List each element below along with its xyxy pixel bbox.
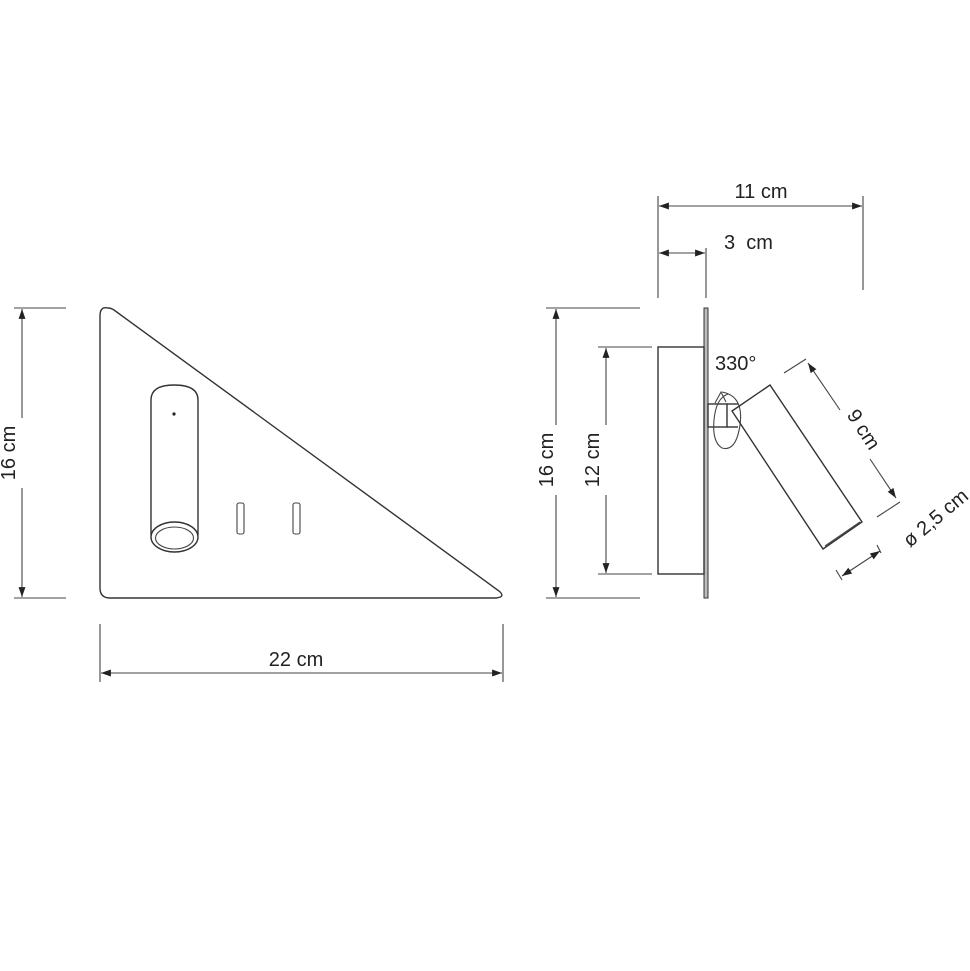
- plate-depth-label: 3 cm: [724, 232, 773, 254]
- width-dimension: 22 cm: [99, 624, 504, 682]
- side-view: 330° 11 cm 3 cm 16 cm 12 cm: [536, 181, 970, 599]
- spotlight-cylinder: [150, 384, 199, 553]
- lamp-diameter-label: ø 2,5 cm: [899, 485, 970, 552]
- switch-slot-1: [236, 502, 245, 535]
- side-height-label: 16 cm: [536, 433, 558, 487]
- box-height-dimension: 12 cm: [582, 346, 652, 575]
- rotation-label: 330°: [715, 353, 756, 375]
- switch-slot-2: [292, 502, 301, 535]
- rotation-arrow-icon: [713, 391, 742, 450]
- lamp-length-label: 9 cm: [842, 406, 884, 454]
- front-view: 16 cm 22 cm: [0, 306, 504, 682]
- side-height-dimension: 16 cm: [536, 307, 640, 599]
- pivot-arm: [707, 403, 728, 428]
- height-dimension: 16 cm: [0, 307, 66, 599]
- back-box: [657, 346, 705, 575]
- box-height-label: 12 cm: [582, 433, 604, 487]
- overall-depth-label: 11 cm: [735, 181, 788, 203]
- sensor-dot: [172, 412, 176, 416]
- plate-depth-dimension: 3 cm: [659, 232, 773, 298]
- triangle-plate: [99, 306, 503, 599]
- width-label: 22 cm: [269, 649, 323, 671]
- overall-depth-dimension: 11 cm: [657, 181, 864, 298]
- height-label: 16 cm: [0, 426, 20, 480]
- lamp-head: [731, 384, 863, 550]
- lamp-diameter-dimension: ø 2,5 cm: [835, 485, 970, 581]
